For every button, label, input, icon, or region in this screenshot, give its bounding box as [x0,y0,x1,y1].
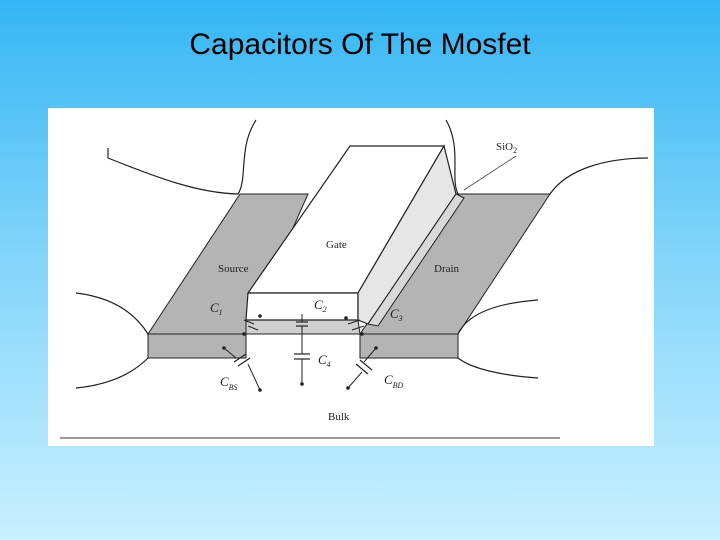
sio2-leader [463,155,517,191]
source-region-front [147,333,247,359]
drain-isolation-lower [457,299,539,379]
slide-title: Capacitors Of The Mosfet [189,28,531,61]
label-drain: Drain [434,263,460,275]
drain-region-front [359,333,459,359]
sio2-sidewall [367,193,465,327]
capacitor-cbd [346,346,378,390]
label-c4: C4 [318,352,331,369]
label-sio2: SiO2 [496,141,517,155]
label-cbs: CBS [220,374,238,392]
label-gate: Gate [326,239,347,251]
capacitor-c2 [296,314,308,334]
label-c2: C2 [314,297,327,314]
gate-side-face [357,144,457,325]
capacitor-cbs [222,346,262,392]
capacitor-c3 [344,316,365,336]
capacitor-c4 [294,334,310,386]
source-isolation-lower [75,292,149,389]
label-bulk: Bulk [328,411,350,423]
mosfet-diagram: SiO2 Gate Source Drain Bulk C1 C2 C3 C4 … [48,108,654,446]
label-cbd: CBD [384,372,404,390]
label-c3: C3 [390,306,403,323]
drain-isolation-upper [445,119,649,195]
label-source: Source [218,263,249,275]
capacitor-c1 [242,314,262,336]
mosfet-diagram-svg: SiO2 Gate Source Drain Bulk C1 C2 C3 C4 … [60,119,649,439]
source-isolation-upper [107,119,257,195]
label-c1: C1 [210,300,223,317]
